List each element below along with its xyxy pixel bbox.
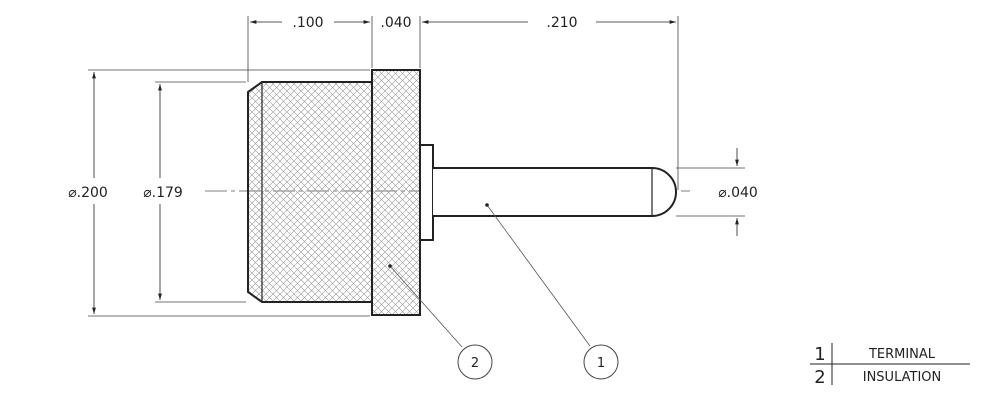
insulation-body <box>247 81 373 303</box>
bom-item-description: TERMINAL <box>868 347 936 362</box>
leader-dot <box>485 203 489 207</box>
dimension-diameter-inner: ⌀.179 <box>143 84 183 300</box>
terminal-pin <box>433 167 677 217</box>
dimension-length-terminal: .210 <box>422 15 676 31</box>
dimension-diameter-pin: ⌀.040 <box>718 148 758 236</box>
dimension-length-insulation: .100 <box>249 15 370 31</box>
dim-text-diameter-200: ⌀.200 <box>68 185 108 201</box>
dim-text-100: .100 <box>292 15 323 31</box>
terminal-collar <box>419 144 434 241</box>
dimension-diameter-outer: ⌀.200 <box>68 72 108 314</box>
balloon-number: 2 <box>471 356 479 371</box>
bom-item-number: 1 <box>814 344 825 365</box>
bill-of-materials: 1 TERMINAL 2 INSULATION <box>810 343 970 388</box>
balloon-item-1: 1 <box>583 344 619 380</box>
balloon-number: 1 <box>597 356 605 371</box>
dim-text-210: .210 <box>546 15 577 31</box>
balloon-item-2: 2 <box>457 344 493 380</box>
leader-dot <box>388 264 392 268</box>
extension-lines <box>88 16 745 317</box>
dim-text-040-length: .040 <box>380 15 411 31</box>
balloon-leaders <box>389 204 591 348</box>
insulation-flange <box>371 69 421 316</box>
bom-item-number: 2 <box>814 367 825 388</box>
dim-text-diameter-179: ⌀.179 <box>143 185 183 201</box>
dim-text-diameter-040: ⌀.040 <box>718 185 758 201</box>
bom-item-description: INSULATION <box>863 370 941 385</box>
dimension-length-flange: .040 <box>380 15 411 31</box>
